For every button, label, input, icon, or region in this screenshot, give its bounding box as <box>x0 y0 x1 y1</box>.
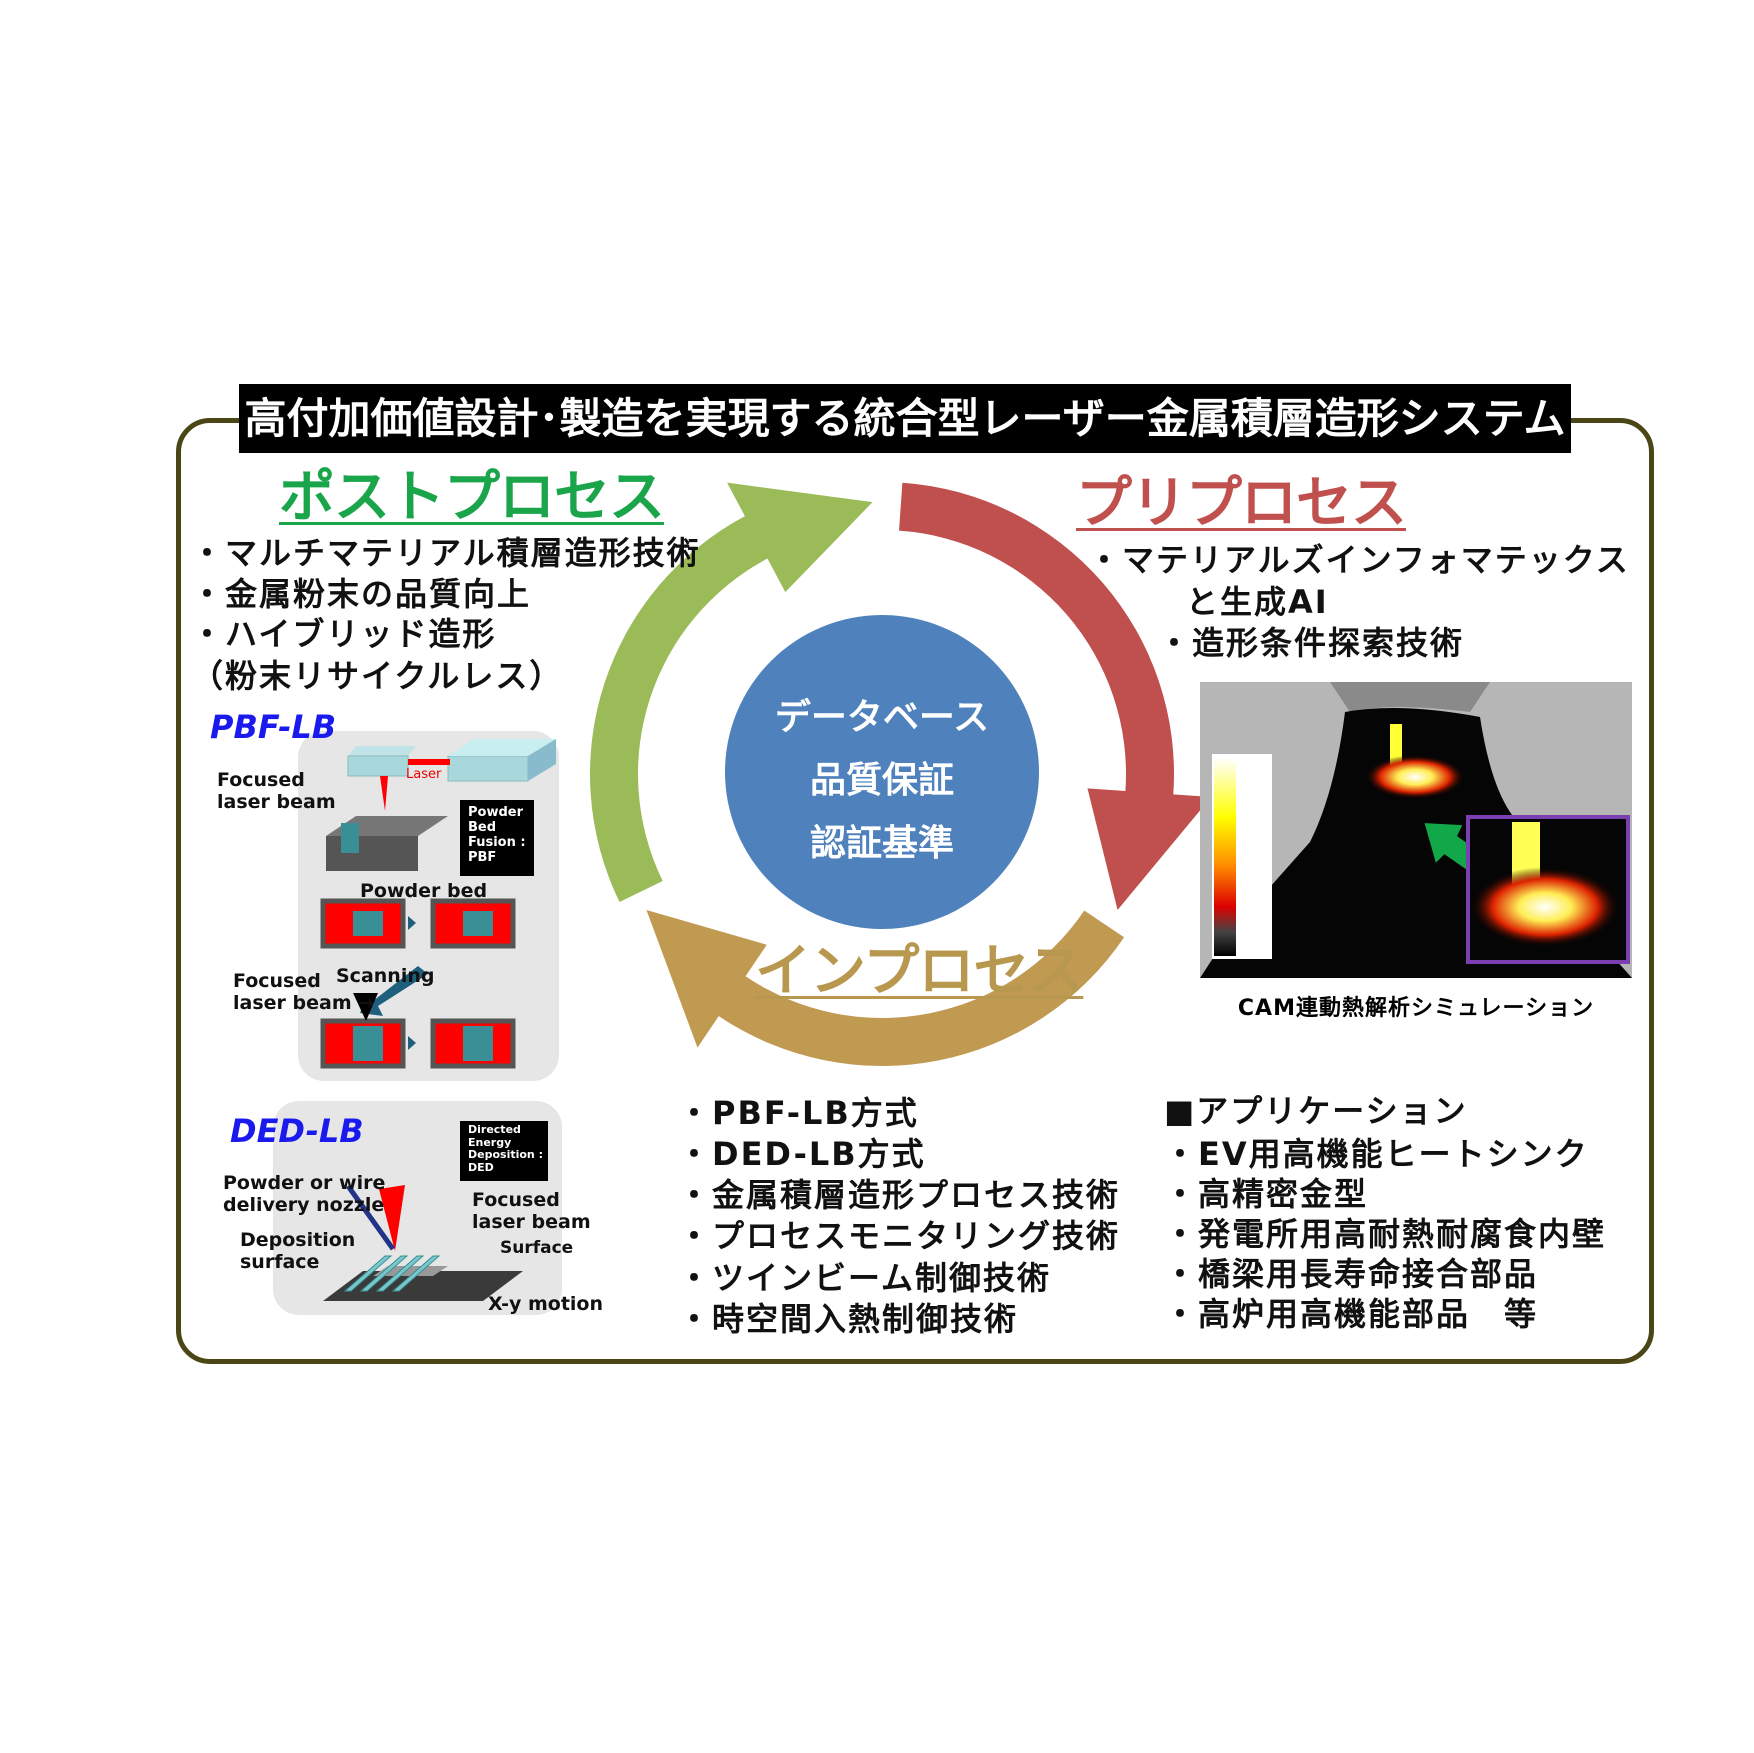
application-item: ・発電所用高耐熱耐腐食内壁 <box>1164 1215 1607 1253</box>
thermal-simulation-image <box>1200 682 1632 978</box>
pbf-lb-tag: PBF-LB <box>210 708 337 746</box>
focused-laser-beam-label-2: Focused laser beam → <box>233 970 375 1014</box>
core-certification: 認証基準 <box>809 823 954 864</box>
ded-nozzle <box>345 1184 396 1251</box>
scanning-label: Scanning <box>336 965 435 987</box>
pbf-laser-beam <box>380 776 388 811</box>
in-item: ・PBF-LB方式 <box>678 1094 919 1132</box>
application-item: ・高炉用高機能部品 等 <box>1164 1295 1539 1333</box>
in-item: ・DED-LB方式 <box>678 1135 926 1173</box>
pbf-definition-box: Powder Bed Fusion : PBF <box>460 800 534 876</box>
system-title: 高付加価値設計･製造を実現する統合型レーザー金属積層造形システム <box>239 384 1571 453</box>
surface-label: Surface <box>500 1238 574 1258</box>
pbf-chamber <box>320 898 516 1069</box>
post-process-arrow <box>590 482 873 903</box>
post-item: ・マルチマテリアル積層造形技術 <box>191 534 701 572</box>
pre-item: と生成AI <box>1186 583 1329 621</box>
core-quality-assurance: 品質保証 <box>809 760 954 801</box>
laser-label: Laser <box>406 767 442 782</box>
simulation-caption: CAM連動熱解析シミュレーション <box>1237 996 1595 1021</box>
in-process-title: インプロセス <box>755 939 1084 1004</box>
pre-item: ・マテリアルズインフォマテックス <box>1088 541 1630 579</box>
ded-definition-box: Directed Energy Deposition : DED <box>460 1121 548 1181</box>
in-item: ・時空間入熱制御技術 <box>678 1300 1019 1338</box>
pbf-illustration: Laser <box>320 739 556 1069</box>
deposition-surface-label: Deposition surface <box>240 1229 356 1273</box>
core-circle <box>725 615 1039 929</box>
application-item: ・EV用高機能ヒートシンク <box>1164 1135 1589 1173</box>
post-item: ・ハイブリッド造形 <box>191 615 497 653</box>
application-item: ・高精密金型 <box>1164 1175 1369 1213</box>
pre-process-arrow <box>899 482 1212 910</box>
ded-focused-beam-label: Focused laser beam <box>472 1189 591 1233</box>
in-item: ・プロセスモニタリング技術 <box>678 1217 1121 1255</box>
zoom-arrow-icon <box>1424 823 1479 870</box>
ded-laser-beam <box>379 1185 405 1251</box>
focused-laser-beam-label: Focused laser beam <box>217 769 336 813</box>
ded-lb-tag: DED-LB <box>230 1112 364 1150</box>
post-item: （粉末リサイクルレス） <box>191 657 564 695</box>
xy-motion-label: X-y motion <box>488 1293 604 1315</box>
pre-process-title: プリプロセス <box>1076 471 1407 536</box>
applications-title: ■アプリケーション <box>1164 1092 1468 1130</box>
post-process-title: ポストプロセス <box>279 465 665 530</box>
core-database: データベース <box>774 697 990 738</box>
nozzle-label: Powder or wire delivery nozzle <box>223 1172 386 1216</box>
in-item: ・金属積層造形プロセス技術 <box>678 1176 1121 1214</box>
powder-bed-label: Powder bed <box>360 880 488 902</box>
pre-item: ・造形条件探索技術 <box>1158 624 1465 662</box>
in-process-arrow <box>646 910 1125 1066</box>
post-item: ・金属粉末の品質向上 <box>191 575 532 613</box>
application-item: ・橋梁用長寿命接合部品 <box>1164 1255 1539 1293</box>
ded-illustration <box>323 1184 523 1301</box>
temperature-colorbar <box>1214 758 1236 956</box>
in-item: ・ツインビーム制御技術 <box>678 1259 1052 1297</box>
